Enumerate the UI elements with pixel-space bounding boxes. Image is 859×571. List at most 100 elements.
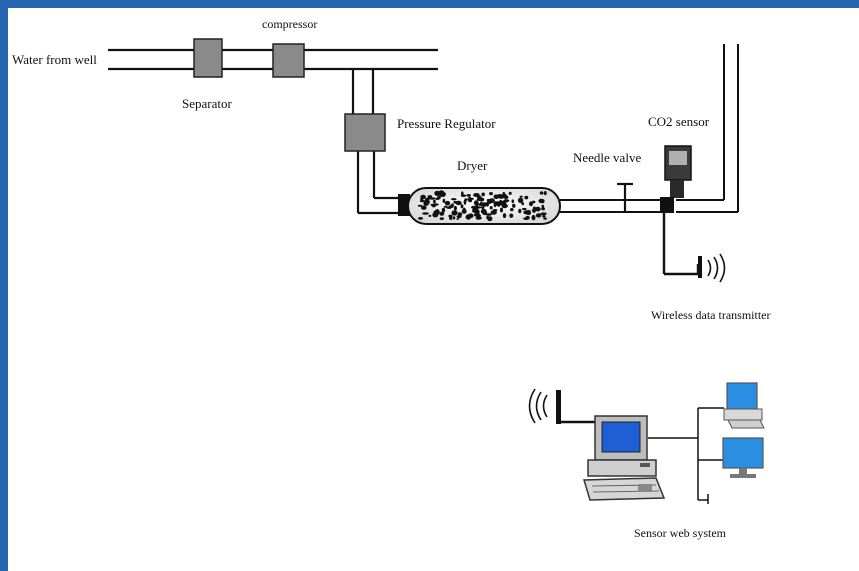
- gas-monitoring-diagram: [108, 38, 765, 504]
- desiccant-pellet: [539, 191, 544, 195]
- desiccant-pellet: [481, 206, 485, 210]
- desiccant-pellet: [521, 202, 525, 206]
- desiccant-pellet: [457, 212, 463, 217]
- pressure-regulator-unit: [344, 113, 386, 152]
- desiccant-pellet: [502, 191, 505, 195]
- desiccant-pellet: [478, 203, 483, 206]
- desiccant-pellet: [538, 198, 545, 204]
- desiccant-pellet: [493, 194, 499, 199]
- desiccant-pellet: [534, 206, 541, 212]
- desiccant-pellet: [467, 196, 472, 203]
- desiccant-pellet: [428, 214, 432, 217]
- desiccant-pellet: [481, 202, 488, 207]
- desiccant-pellet: [476, 198, 483, 201]
- dryer-feed-pipe: [356, 150, 400, 215]
- desiccant-pellet: [529, 201, 533, 207]
- compressor-label: compressor: [262, 17, 318, 31]
- needle-valve-label: Needle valve: [573, 150, 642, 165]
- desiccant-pellet: [481, 192, 486, 197]
- desiccant-pellet: [446, 206, 452, 209]
- desiccant-pellet: [441, 207, 446, 213]
- desiccant-pellet: [518, 208, 522, 214]
- desiccant-pellet: [429, 197, 436, 200]
- desiccant-pellet: [438, 190, 445, 196]
- client-computer-2-icon: [722, 437, 764, 478]
- desiccant-pellet: [517, 197, 524, 203]
- desiccant-pellet: [450, 204, 454, 207]
- dryer-inlet-cap: [398, 194, 410, 216]
- pressure-regulator-label: Pressure Regulator: [397, 116, 496, 131]
- desiccant-pellet: [417, 217, 424, 220]
- desiccant-pellet: [502, 213, 507, 219]
- desiccant-pellet: [475, 216, 482, 220]
- desiccant-pellet: [509, 213, 514, 218]
- separator-unit: [193, 38, 223, 78]
- dryer-label: Dryer: [457, 158, 488, 173]
- desiccant-pellet: [451, 210, 458, 216]
- desiccant-pellet: [512, 203, 516, 208]
- desiccant-pellet: [437, 195, 441, 200]
- desiccant-pellet: [475, 204, 478, 210]
- desiccant-pellet: [497, 194, 505, 199]
- desiccant-pellet: [420, 197, 424, 201]
- compressor-unit: [272, 43, 305, 78]
- desiccant-pellet: [535, 213, 542, 218]
- exhaust-pipe: [676, 44, 739, 213]
- desiccant-pellet: [468, 213, 474, 218]
- desiccant-pellet: [460, 204, 464, 209]
- desiccant-pellet: [486, 215, 489, 220]
- desiccant-pellet: [488, 198, 495, 204]
- desiccant-pellet: [439, 211, 445, 216]
- desiccant-pellet: [433, 199, 436, 204]
- network-links: [648, 407, 724, 504]
- desiccant-pellet: [461, 208, 467, 214]
- desiccant-pellet: [511, 199, 515, 204]
- water-from-well-label: Water from well: [12, 52, 97, 67]
- desiccant-pellet: [532, 208, 536, 213]
- desiccant-pellet: [489, 192, 493, 196]
- desiccant-pellet: [460, 194, 467, 197]
- receiver-antenna-icon: [528, 388, 598, 424]
- desiccant-pellet: [472, 210, 478, 213]
- desiccant-pellet: [421, 205, 427, 210]
- sensor-web-system-label: Sensor web system: [634, 526, 726, 540]
- co2-sensor-label: CO2 sensor: [648, 114, 710, 129]
- desiccant-pellet: [524, 195, 529, 200]
- desiccant-pellet: [455, 200, 462, 206]
- regulator-feed-pipe: [351, 69, 375, 118]
- diagram-canvas: Water from well compressor Separator Pre…: [8, 8, 859, 571]
- desiccant-pellet: [443, 205, 448, 208]
- desiccant-pellet: [473, 200, 479, 206]
- desiccant-pellet: [451, 198, 457, 201]
- desiccant-pellet: [485, 213, 492, 216]
- co2-sensor-device: [660, 145, 692, 213]
- desiccant-pellet: [524, 210, 530, 215]
- needle-valve: [617, 182, 633, 212]
- wireless-transmitter-label: Wireless data transmitter: [651, 308, 771, 322]
- desiccant-pellet: [543, 217, 547, 220]
- desiccant-pellet: [475, 214, 480, 217]
- desiccant-pellet: [444, 200, 451, 206]
- desiccant-pellet: [452, 216, 456, 220]
- desiccant-pellet: [430, 203, 437, 206]
- desiccant-pellet: [464, 198, 468, 201]
- desiccant-pellet: [439, 217, 444, 221]
- desiccant-pellet: [482, 210, 488, 216]
- desiccant-pellet: [493, 201, 497, 208]
- desiccant-pellet: [489, 206, 493, 210]
- desiccant-pellet: [540, 212, 547, 216]
- desiccant-pellet: [525, 215, 530, 220]
- desiccant-pellet: [503, 199, 510, 203]
- desiccant-pellet: [541, 207, 545, 211]
- desiccant-pellet: [442, 198, 446, 203]
- desiccant-pellet: [543, 191, 547, 196]
- desiccant-pellet: [532, 200, 536, 204]
- desiccant-pellet: [542, 214, 546, 218]
- desiccant-pellet: [531, 214, 536, 221]
- desiccant-pellet: [456, 218, 459, 220]
- separator-label: Separator: [182, 96, 232, 111]
- desiccant-pellet: [476, 195, 482, 199]
- desiccant-pellet: [521, 207, 527, 211]
- desiccant-pellet: [519, 195, 523, 198]
- wireless-transmitter-icon: [698, 253, 726, 283]
